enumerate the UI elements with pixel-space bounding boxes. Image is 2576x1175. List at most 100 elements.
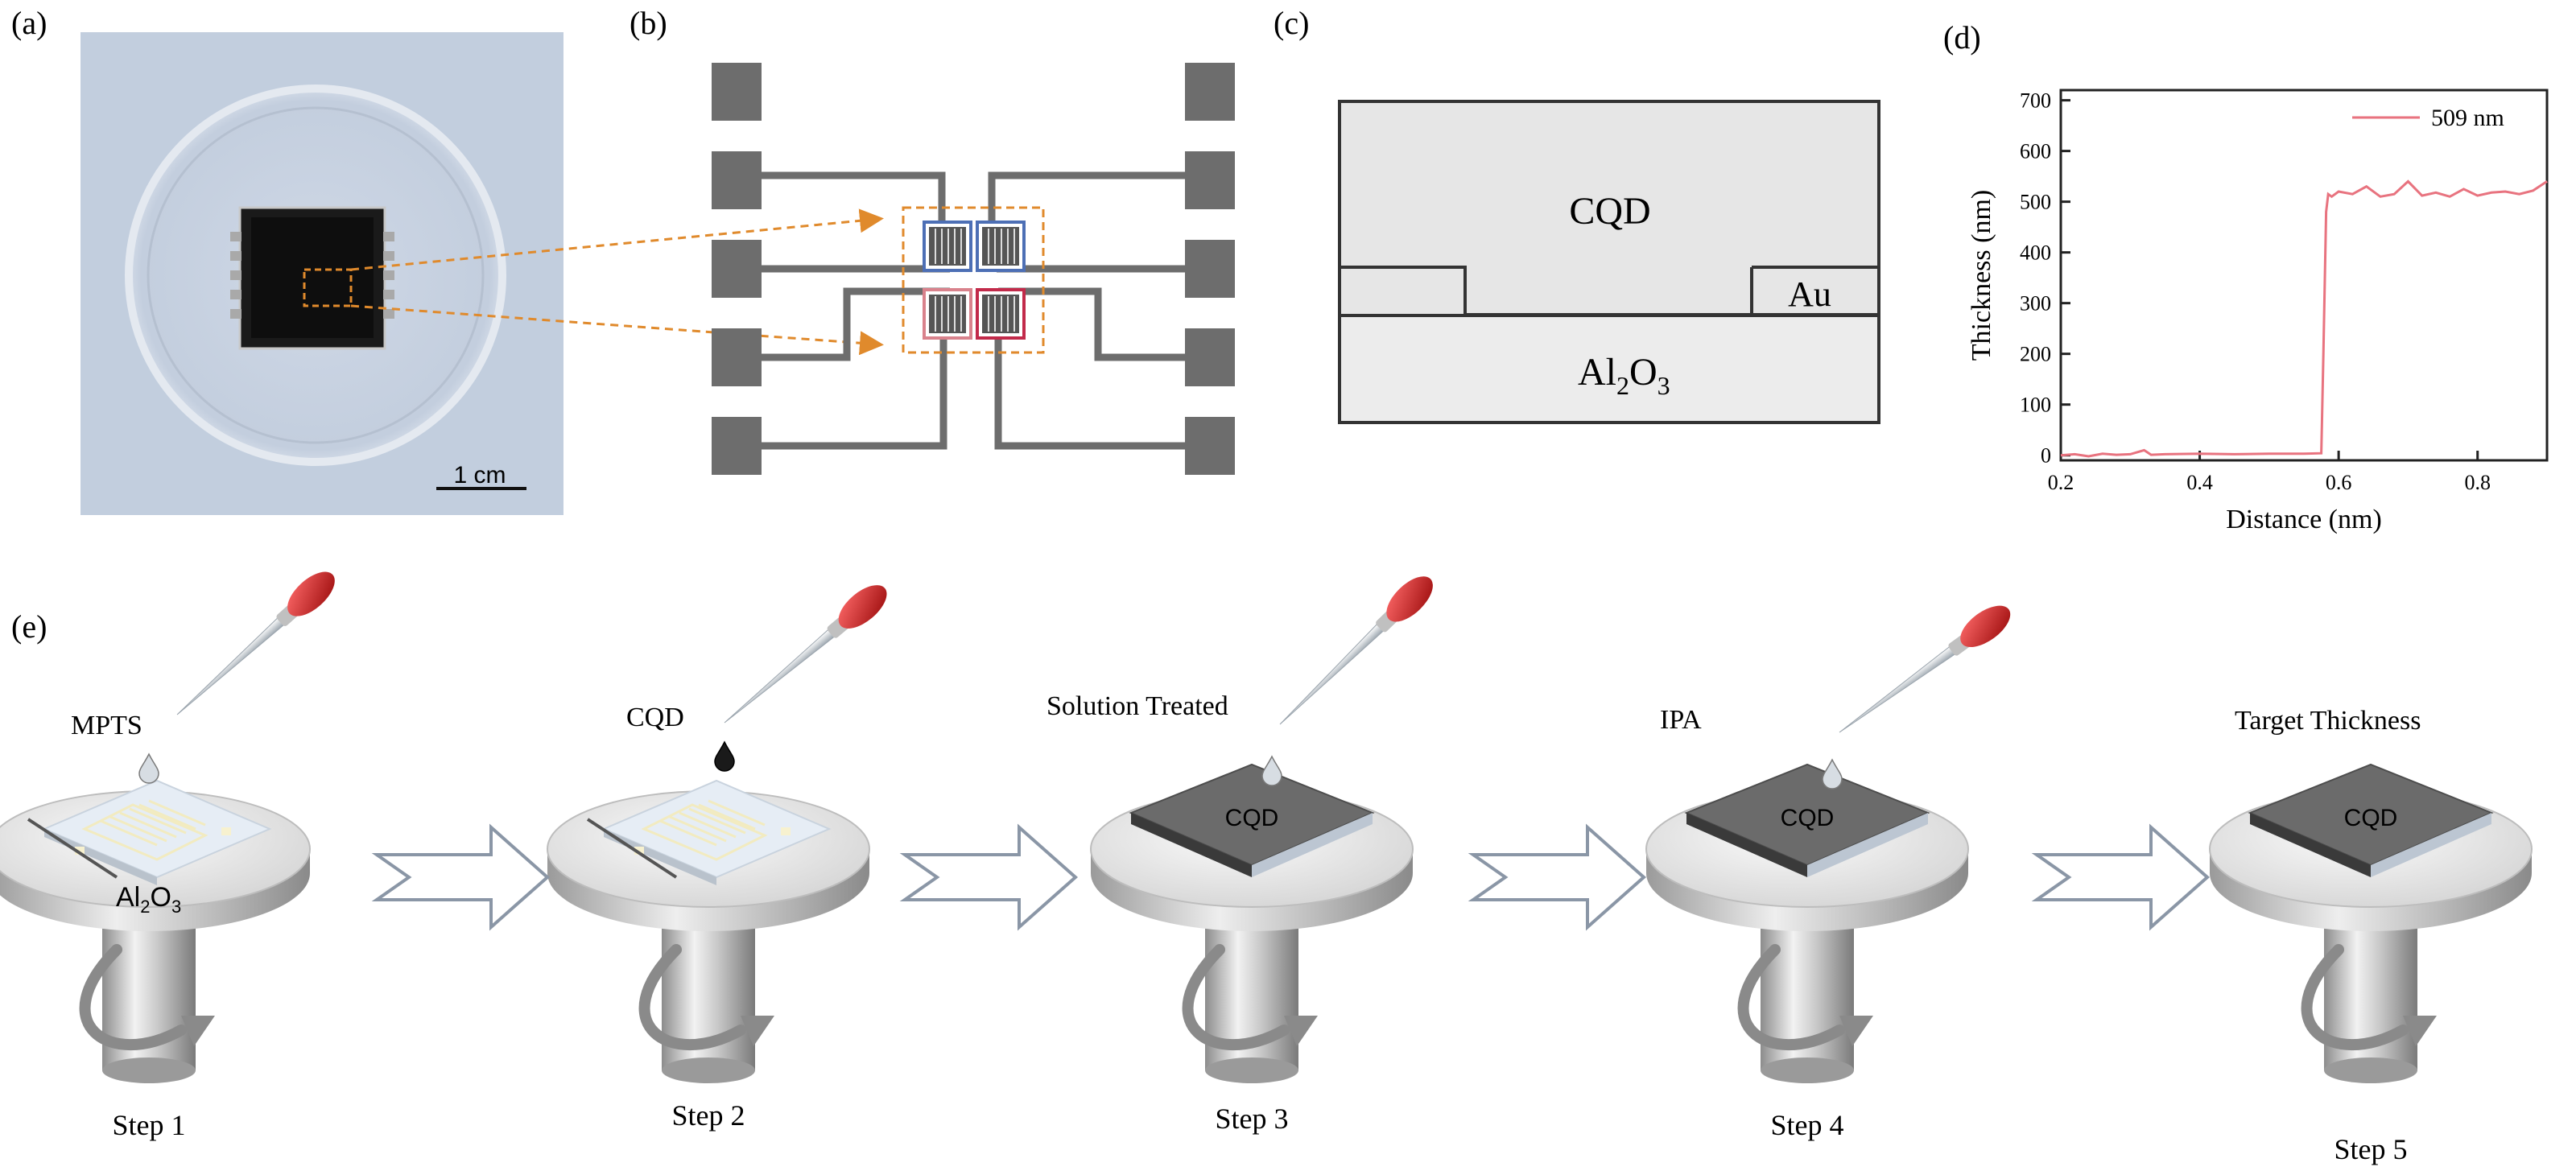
device-red-right: [976, 288, 1026, 340]
electrode-pad: [75, 847, 85, 855]
panel-b-label: (b): [630, 5, 667, 41]
reagent-label: MPTS: [71, 711, 142, 740]
droplet: [714, 740, 735, 772]
electrode-pad: [781, 827, 791, 835]
plot-frame: [2059, 89, 2549, 462]
pipette-bulb: [287, 571, 335, 616]
electrode-frame: [641, 803, 768, 861]
panel-c: (c) CQD Au Al2O3: [1274, 5, 1880, 424]
pipette: [1839, 605, 2011, 733]
electrode-pad: [634, 847, 644, 855]
shaft-base: [102, 1058, 196, 1083]
substrate-edge: [2371, 813, 2491, 877]
panel-a-label: (a): [11, 5, 47, 41]
step-label: Step 1: [112, 1109, 185, 1141]
cqd-film-label: CQD: [1225, 805, 1279, 831]
droplet: [1261, 755, 1282, 786]
cqd-film-label: CQD: [1781, 805, 1835, 831]
substrate-shadow-edge: [586, 818, 678, 879]
traces: [762, 171, 1185, 450]
y-tick-label: 700: [2020, 89, 2051, 113]
droplet: [138, 752, 159, 784]
y-axis-label: Thickness (nm): [1967, 190, 1996, 361]
au-label: Au: [1788, 274, 1831, 314]
al2o3-label: Al2O3: [1578, 351, 1670, 400]
interdigitated-electrodes: [100, 799, 206, 847]
reagent-label: Target Thickness: [2235, 706, 2421, 736]
shaft-base: [662, 1058, 755, 1083]
rotation-arrow: [2301, 944, 2409, 1051]
rotation-arrow: [638, 944, 746, 1051]
chip-package: [230, 206, 394, 350]
electrode-right-top: [1463, 266, 1879, 315]
device-red-left: [923, 288, 972, 340]
zoom-arrow-top: [350, 208, 884, 271]
rotation-arrow: [1182, 944, 1290, 1051]
x-axis-label: Distance (nm): [2226, 505, 2382, 534]
electrode-left: [1338, 266, 1467, 317]
cqd-film-label: CQD: [2344, 805, 2398, 831]
step-label: Step 5: [2334, 1133, 2407, 1165]
y-tick-label: 400: [2020, 241, 2051, 265]
cqd-film-edge: [1131, 813, 1252, 877]
contact-pads: [712, 63, 1235, 475]
legend-label: 509 nm: [2431, 105, 2504, 131]
step-arrow: [1468, 823, 1647, 931]
cqd-film-edge: [2250, 813, 2371, 877]
pipette-bulb: [838, 585, 887, 629]
cqd-label: CQD: [1569, 190, 1650, 233]
y-tick-label: 100: [2020, 394, 2051, 417]
interdigitated-electrodes: [659, 799, 766, 847]
al2o3-layer: [1338, 314, 1880, 424]
scale-bar-label: 1 cm: [453, 462, 506, 489]
pipette-bulb: [1386, 576, 1433, 622]
device-blue-left: [923, 221, 972, 272]
rotation-arrowhead: [1284, 1016, 1318, 1046]
shaft-base: [1761, 1058, 1854, 1083]
rotation-arrowhead: [741, 1016, 774, 1046]
device-region-box: [902, 206, 1045, 354]
petri-dish-rim: [147, 106, 485, 444]
droplet: [1822, 758, 1843, 790]
panel-c-label: (c): [1274, 5, 1309, 41]
panel-e-label: (e): [11, 608, 47, 645]
shaft-base: [2324, 1058, 2417, 1083]
y-tick-label: 0: [2041, 444, 2051, 468]
rotation-arrowhead: [2403, 1016, 2437, 1046]
zoom-region-box: [303, 268, 353, 307]
shaft-base: [1205, 1058, 1298, 1083]
device-blue-right: [976, 221, 1026, 272]
x-tick-label: 0.2: [2048, 471, 2074, 494]
substrate-shadow-edge: [27, 818, 118, 879]
pipette-tube: [176, 613, 289, 715]
y-tick-label: 300: [2020, 292, 2051, 315]
substrate-edge: [1252, 813, 1373, 877]
pipette-bulb: [1960, 605, 2011, 648]
x-tick-label: 0.6: [2326, 471, 2352, 494]
substrate-edge: [1807, 813, 1928, 877]
zoom-arrow-bottom: [350, 304, 884, 356]
y-tick-label: 500: [2020, 191, 2051, 214]
step-arrow: [2031, 823, 2211, 931]
reagent-label: Solution Treated: [1046, 691, 1228, 721]
panel-d-label: (d): [1943, 19, 1981, 56]
x-tick-label: 0.8: [2464, 471, 2491, 494]
substrate-edge: [44, 829, 157, 885]
step-arrow: [371, 823, 551, 931]
y-tick-label: 200: [2020, 343, 2051, 366]
pipette: [1279, 576, 1433, 725]
substrate-edge: [604, 829, 716, 885]
pipette-tube: [1279, 619, 1389, 725]
x-tick-label: 0.4: [2186, 471, 2213, 494]
substrate-label: Al2O3: [116, 882, 181, 917]
pipette-tube: [1839, 642, 1960, 733]
reagent-label: IPA: [1660, 705, 1702, 735]
cqd-film-edge: [1686, 813, 1807, 877]
